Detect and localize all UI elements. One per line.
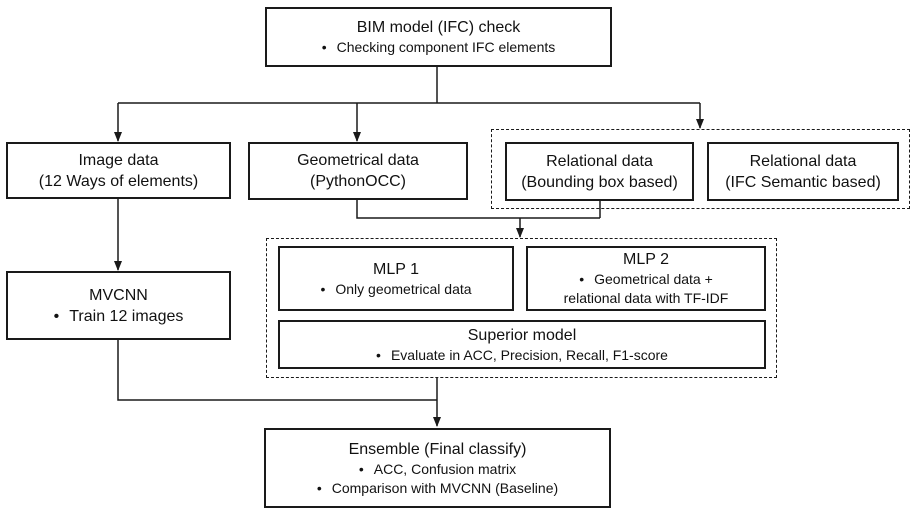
- relational-data-group: [491, 129, 910, 209]
- mlp2-bullet: Geometrical data +: [579, 270, 713, 289]
- mlp-model-group: [266, 238, 777, 378]
- relational-bbox-node: Relational data (Bounding box based): [505, 142, 694, 201]
- image-data-node: Image data (12 Ways of elements): [6, 142, 231, 199]
- ensemble-bullet-1: ACC, Confusion matrix: [359, 460, 516, 479]
- relational-semantic-line-1: Relational data: [749, 152, 857, 170]
- relational-semantic-node: Relational data (IFC Semantic based): [707, 142, 899, 201]
- image-data-line-1: Image data: [78, 151, 159, 169]
- mvcnn-bullet: Train 12 images: [54, 306, 183, 327]
- connector-geometrical-down: [356, 200, 600, 219]
- geometrical-data-line-2: (PythonOCC): [309, 173, 407, 190]
- relational-bbox-line-1: Relational data: [546, 152, 653, 170]
- bim-model-check-node: BIM model (IFC) check Checking component…: [265, 7, 612, 67]
- mlp1-bullet: Only geometrical data: [320, 280, 471, 299]
- superior-model-title: Superior model: [467, 326, 577, 344]
- ensemble-title: Ensemble (Final classify): [348, 440, 527, 458]
- ensemble-node: Ensemble (Final classify) ACC, Confusion…: [264, 428, 611, 508]
- superior-model-node: Superior model Evaluate in ACC, Precisio…: [278, 320, 766, 369]
- image-data-line-2: (12 Ways of elements): [38, 172, 199, 190]
- mvcnn-title: MVCNN: [89, 286, 148, 304]
- mlp2-title: MLP 2: [623, 251, 669, 268]
- bim-model-check-title: BIM model (IFC) check: [356, 19, 521, 36]
- mlp1-title: MLP 1: [373, 260, 419, 278]
- relational-bbox-line-2: (Bounding box based): [521, 173, 678, 191]
- bim-model-check-bullet: Checking component IFC elements: [322, 38, 556, 57]
- relational-semantic-line-2: (IFC Semantic based): [725, 173, 881, 191]
- mvcnn-node: MVCNN Train 12 images: [6, 271, 231, 340]
- connector-mvcnn-down: [117, 340, 437, 401]
- mlp2-node: MLP 2 Geometrical data + relational data…: [526, 246, 766, 311]
- ensemble-bullet-2: Comparison with MVCNN (Baseline): [317, 479, 558, 498]
- mlp2-bullet-continuation: relational data with TF-IDF: [563, 290, 729, 306]
- mlp1-node: MLP 1 Only geometrical data: [278, 246, 514, 311]
- superior-model-bullet: Evaluate in ACC, Precision, Recall, F1-s…: [376, 346, 668, 365]
- geometrical-data-line-1: Geometrical data: [297, 152, 419, 169]
- geometrical-data-node: Geometrical data (PythonOCC): [248, 142, 468, 200]
